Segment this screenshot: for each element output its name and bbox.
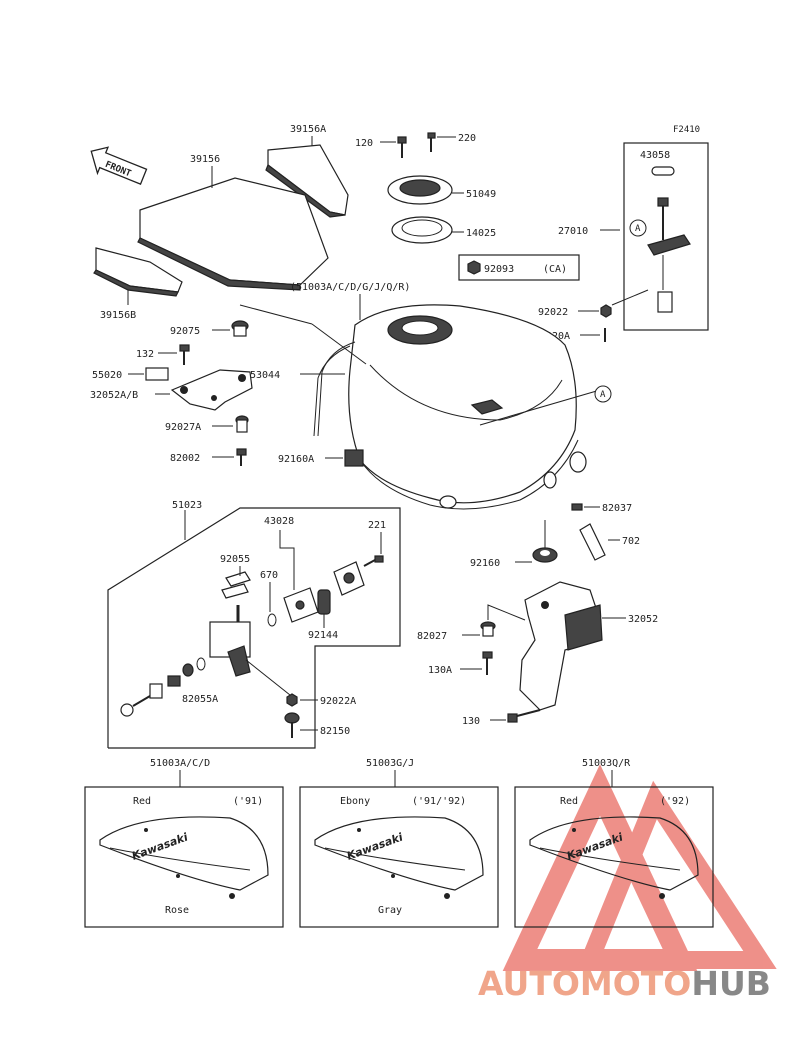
- cap-bolt-120: [380, 136, 407, 158]
- watermark-logo-icon: [502, 764, 777, 971]
- damper-55020: [128, 367, 169, 381]
- label-14025: 14025: [466, 228, 496, 239]
- variant-1-bottom-color: Rose: [165, 905, 189, 916]
- label-92093: 92093: [484, 264, 514, 275]
- label-92075: 92075: [170, 326, 200, 337]
- variant-1-years: ('91): [233, 796, 263, 807]
- bolt-82150: [284, 712, 318, 738]
- variant-2: 51003G/J Ebony ('91/'92) Kawasaki Gray: [299, 758, 499, 928]
- fuel-sender-box: [600, 142, 709, 331]
- label-27010: 27010: [558, 226, 588, 237]
- damper-92160: [515, 520, 558, 563]
- label-670: 670: [260, 570, 278, 581]
- label-92144: 92144: [308, 630, 338, 641]
- label-ca: (CA): [543, 264, 567, 275]
- bolt-132: [158, 344, 190, 365]
- callout-a-label-2: A: [600, 390, 606, 400]
- callout-a-circle-icon: [629, 219, 647, 237]
- variant-1-top-color: Red: [133, 796, 151, 807]
- callout-a-circle-icon-2: [594, 385, 612, 403]
- label-43058: 43058: [640, 150, 670, 161]
- label-220a: 220A: [546, 331, 570, 342]
- nut-92022: [578, 289, 649, 318]
- damper-92160a: [325, 449, 364, 467]
- label-130a: 130A: [428, 665, 452, 676]
- fuel-tap-group: [107, 507, 401, 749]
- seat-pad-39156b: [93, 247, 183, 305]
- label-82037: 82037: [602, 503, 632, 514]
- label-51023: 51023: [172, 500, 202, 511]
- oring-670: [267, 613, 277, 627]
- watermark-text: AUTOMOTOHUB: [478, 964, 771, 1003]
- screw-221: [363, 532, 384, 567]
- fuel-cap-51049: [387, 175, 464, 205]
- seat-pad-39156a: [265, 136, 349, 218]
- label-39156: 39156: [190, 154, 220, 165]
- variant-3-code: 51003Q/R: [582, 758, 631, 769]
- bolt-82002: [212, 448, 247, 466]
- label-32052: 32052: [628, 614, 658, 625]
- washer-92022a: [286, 693, 318, 707]
- fuel-tap-body: [209, 605, 291, 696]
- collar-92027a: [212, 415, 249, 433]
- label-82027: 82027: [417, 631, 447, 642]
- label-92055: 92055: [220, 554, 250, 565]
- bracket-32052: [519, 581, 626, 711]
- label-39156b: 39156B: [100, 310, 136, 321]
- fuel-tank: [239, 304, 601, 510]
- label-51049: 51049: [466, 189, 496, 200]
- bolt-130: [490, 709, 541, 723]
- screw-220a: [580, 328, 606, 342]
- variant-2-bottom-color: Gray: [378, 905, 402, 916]
- label-92022a: 92022A: [320, 696, 356, 707]
- diagram-code: F2410: [673, 125, 700, 135]
- label-130: 130: [462, 716, 480, 727]
- label-92027a: 92027A: [165, 422, 201, 433]
- label-702: 702: [622, 536, 640, 547]
- variant-1-code: 51003A/C/D: [150, 758, 210, 769]
- label-assembly: (51003A/C/D/G/J/Q/R): [290, 282, 410, 293]
- label-82055a: 82055A: [182, 694, 218, 705]
- drain-tube-53044: [300, 341, 356, 437]
- spring-92144: [317, 589, 331, 628]
- clamp-82037: [571, 503, 600, 511]
- label-221: 221: [368, 520, 386, 531]
- seat-pad-39156: [137, 166, 329, 291]
- variant-3-top-color: Red: [560, 796, 578, 807]
- diaphragm-cover-43028: [283, 587, 319, 623]
- variant-2-top-color: Ebony: [340, 796, 370, 807]
- label-120: 120: [355, 138, 373, 149]
- variant-1: 51003A/C/D Red ('91) Kawasaki Rose: [84, 758, 284, 928]
- grommet-92075: [212, 320, 249, 337]
- bolt-130a: [460, 651, 493, 675]
- cap-gasket-14025: [391, 216, 464, 244]
- front-arrow-icon: FRONT: [90, 146, 148, 185]
- label-92160a: 92160A: [278, 454, 314, 465]
- variant-2-years: ('91/'92): [412, 796, 466, 807]
- label-82002: 82002: [170, 453, 200, 464]
- label-92160: 92160: [470, 558, 500, 569]
- label-32052a: 32052A/B: [90, 390, 138, 401]
- collar-82027: [462, 604, 526, 637]
- label-39156a: 39156A: [290, 124, 326, 135]
- label-92022: 92022: [538, 307, 568, 318]
- gasket-92055: [221, 566, 251, 599]
- label-53044: 53044: [250, 370, 280, 381]
- variant-2-code: 51003G/J: [366, 758, 414, 769]
- label-43028: 43028: [264, 516, 294, 527]
- callout-a-label: A: [635, 224, 641, 234]
- cap-bolt-220: [427, 132, 456, 152]
- hose-702: [579, 523, 620, 561]
- label-220: 220: [458, 133, 476, 144]
- label-132: 132: [136, 349, 154, 360]
- tap-cover: [333, 561, 365, 596]
- label-55020: 55020: [92, 370, 122, 381]
- tap-lever-parts: [120, 657, 206, 717]
- bracket-32052a: [155, 369, 253, 411]
- nut-92093: [458, 254, 580, 281]
- variant-3-years: ('92): [660, 796, 690, 807]
- label-82150: 82150: [320, 726, 350, 737]
